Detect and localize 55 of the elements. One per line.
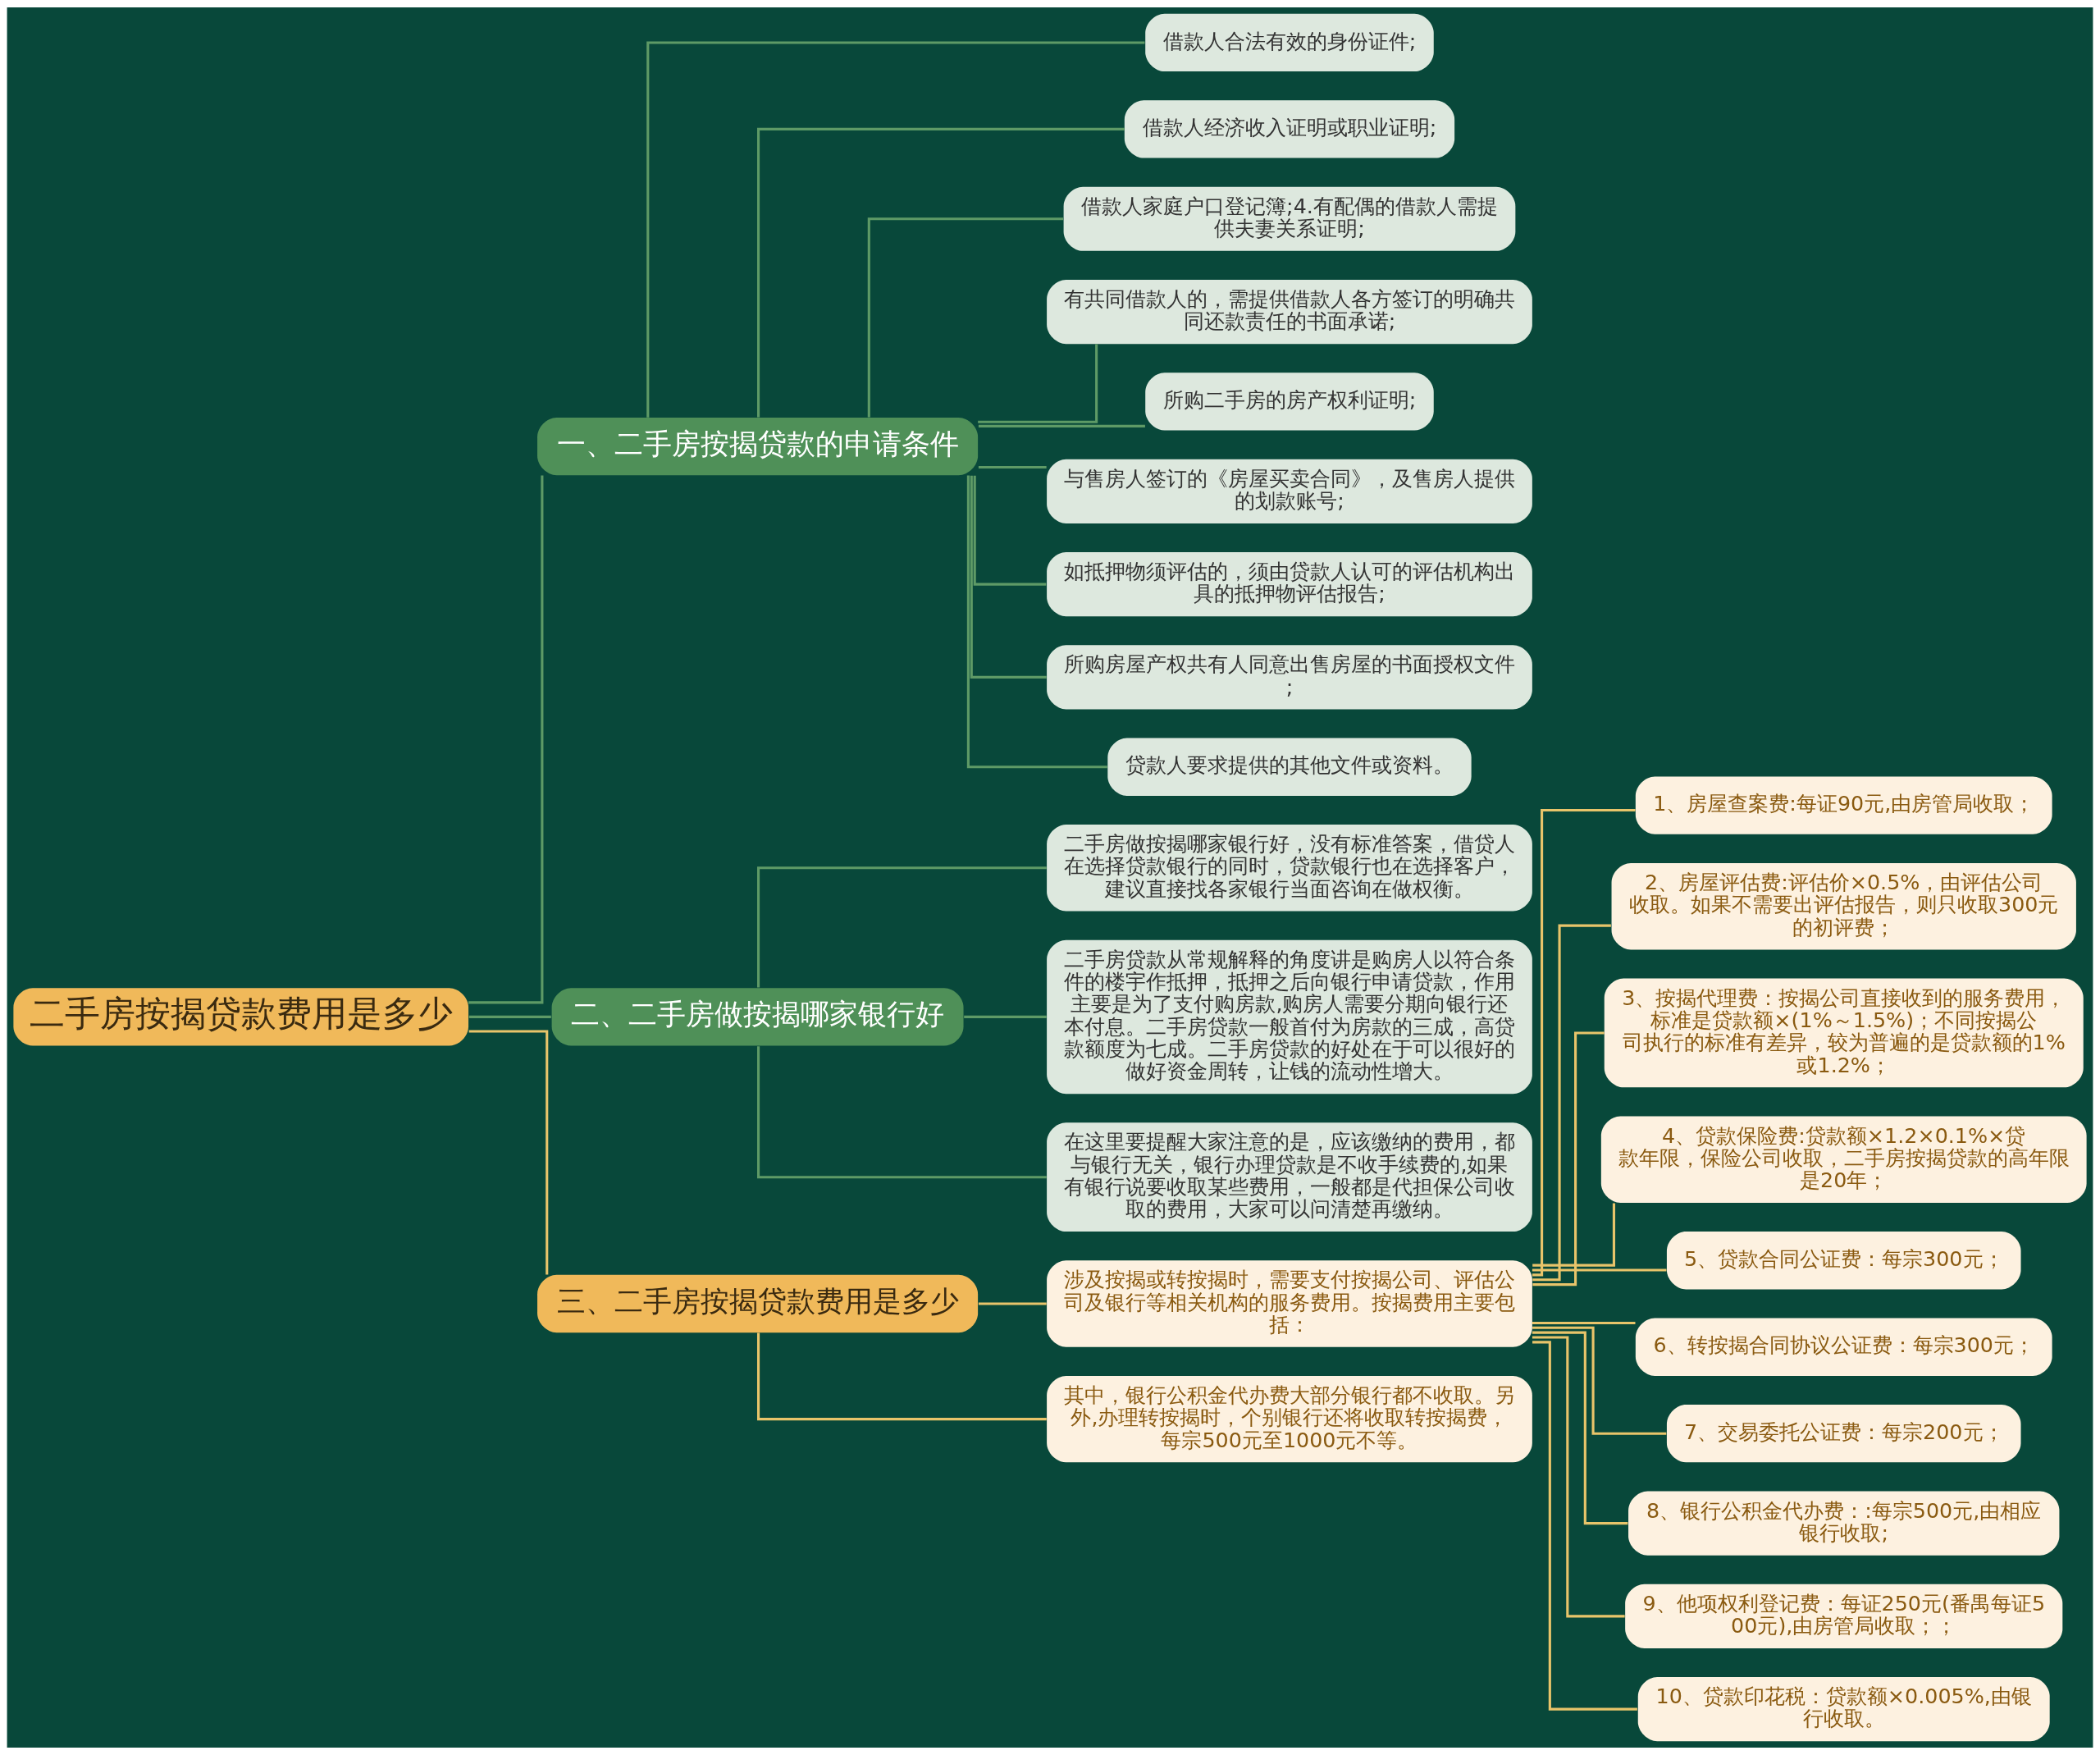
node-box: 贷款人要求提供的其他文件或资料。 [1107, 738, 1472, 796]
connector [973, 475, 1047, 586]
connector [1532, 1341, 1637, 1711]
connector [468, 1030, 549, 1275]
connector [978, 344, 1098, 423]
node-box: 2、房屋评估费:评估价×0.5%，由评估公司收取。如果不需要出评估报告，则只收取300元的初评费； [1611, 862, 2076, 950]
node-box: 二手房贷款从常规解释的角度讲是购房人以符合条件的楼宇作抵押，抵押之后向银行申请贷款，作用主要是为了支付购房款,购房人需要分期向银行还本付息。二手房贷款一般首付为房款的三成，高贷款额度为七成。二手房贷款的好处在于可以很好的做好资金周转，让钱的流动性增大。 [1047, 939, 1532, 1095]
node-box: 5、贷款合同公证费：每宗300元； [1666, 1232, 2021, 1290]
connector [757, 127, 1125, 418]
connector [1532, 1321, 1636, 1324]
connector [1532, 808, 1636, 1277]
connector [978, 465, 1047, 469]
node-box: 所购二手房的房产权利证明; [1145, 372, 1434, 431]
node-box: 3、按揭代理费：按揭公司直接收到的服务费用，标准是贷款额×(1%～1.5%)；不同按揭公司执行的标准有差异，较为普遍的是贷款额的1%或1.2%； [1604, 978, 2084, 1088]
connector [757, 1046, 1047, 1179]
connector [646, 41, 1145, 418]
connector [757, 1332, 1047, 1421]
node-box: 8、银行公积金代办费：:每宗500元,由相应银行收取; [1628, 1491, 2060, 1556]
node-box: 二手房做按揭哪家银行好，没有标准答案，借贷人在选择贷款银行的同时，贷款银行也在选择客户，建议直接找各家银行当面咨询在做权衡。 [1047, 825, 1532, 912]
connector [867, 217, 1064, 418]
connector [978, 1302, 1047, 1305]
node-box: 借款人经济收入证明或职业证明; [1124, 100, 1455, 158]
connector [1532, 1336, 1625, 1618]
node-box: 6、转按揭合同协议公证费：每宗300元； [1635, 1318, 2052, 1376]
connector [966, 475, 1107, 769]
connector [1532, 1326, 1667, 1435]
node-box: 1、房屋查案费:每证90元,由房管局收取； [1635, 776, 2052, 834]
node-box: 有共同借款人的，需提供借款人各方签订的明确共同还款责任的书面承诺; [1047, 280, 1532, 345]
node-box: 7、交易委托公证费：每宗200元； [1666, 1405, 2021, 1463]
connector [1532, 1203, 1616, 1267]
connector [964, 1015, 1047, 1018]
node-box: 二、二手房做按揭哪家银行好 [551, 988, 964, 1046]
connector [757, 866, 1047, 988]
connector [468, 1015, 551, 1018]
node-box: 4、贷款保险费:贷款额×1.2×0.1%×贷款年限，保险公司收取，二手房按揭贷款的高年限是20年； [1600, 1116, 2087, 1203]
node-box: 在这里要提醒大家注意的是，应该缴纳的费用，都与银行无关，银行办理贷款是不收手续费的,如果有银行说要收取某些费用，一般都是代担保公司收取的费用，大家可以问清楚再缴纳。 [1047, 1122, 1532, 1232]
node-box: 涉及按揭或转按揭时，需要支付按揭公司、评估公司及银行等相关机构的服务费用。按揭费用主要包括： [1047, 1260, 1532, 1347]
connector [1532, 924, 1611, 1282]
node-box: 其中，银行公积金代办费大部分银行都不收取。另外,办理转按揭时，个别银行还将收取转按揭费，每宗500元至1000元不等。 [1047, 1375, 1532, 1463]
connector [1532, 1268, 1667, 1272]
connector [978, 424, 1145, 427]
node-box: 与售房人签订的《房屋买卖合同》，及售房人提供的划款账号; [1047, 459, 1532, 523]
node-box: 借款人家庭户口登记簿;4.有配偶的借款人需提供夫妻关系证明; [1063, 186, 1516, 251]
node-box: 二手房按揭贷款费用是多少 [13, 988, 469, 1046]
node-box: 10、贷款印花税：贷款额×0.005%,由银行收取。 [1637, 1677, 2050, 1742]
connector [468, 475, 544, 1004]
node-box: 借款人合法有效的身份证件; [1145, 13, 1434, 72]
node-box: 如抵押物须评估的，须由贷款人认可的评估机构出具的抵押物评估报告; [1047, 552, 1532, 617]
node-box: 一、二手房按揭贷款的申请条件 [537, 418, 979, 476]
node-box: 三、二手房按揭贷款费用是多少 [537, 1274, 979, 1333]
node-box: 9、他项权利登记费：每证250元(番禺每证500元),由房管局收取；； [1625, 1584, 2063, 1648]
connector [1532, 1331, 1628, 1525]
node-box: 所购房屋产权共有人同意出售房屋的书面授权文件; [1047, 645, 1532, 710]
connector [1532, 1031, 1605, 1287]
connector [970, 475, 1047, 679]
